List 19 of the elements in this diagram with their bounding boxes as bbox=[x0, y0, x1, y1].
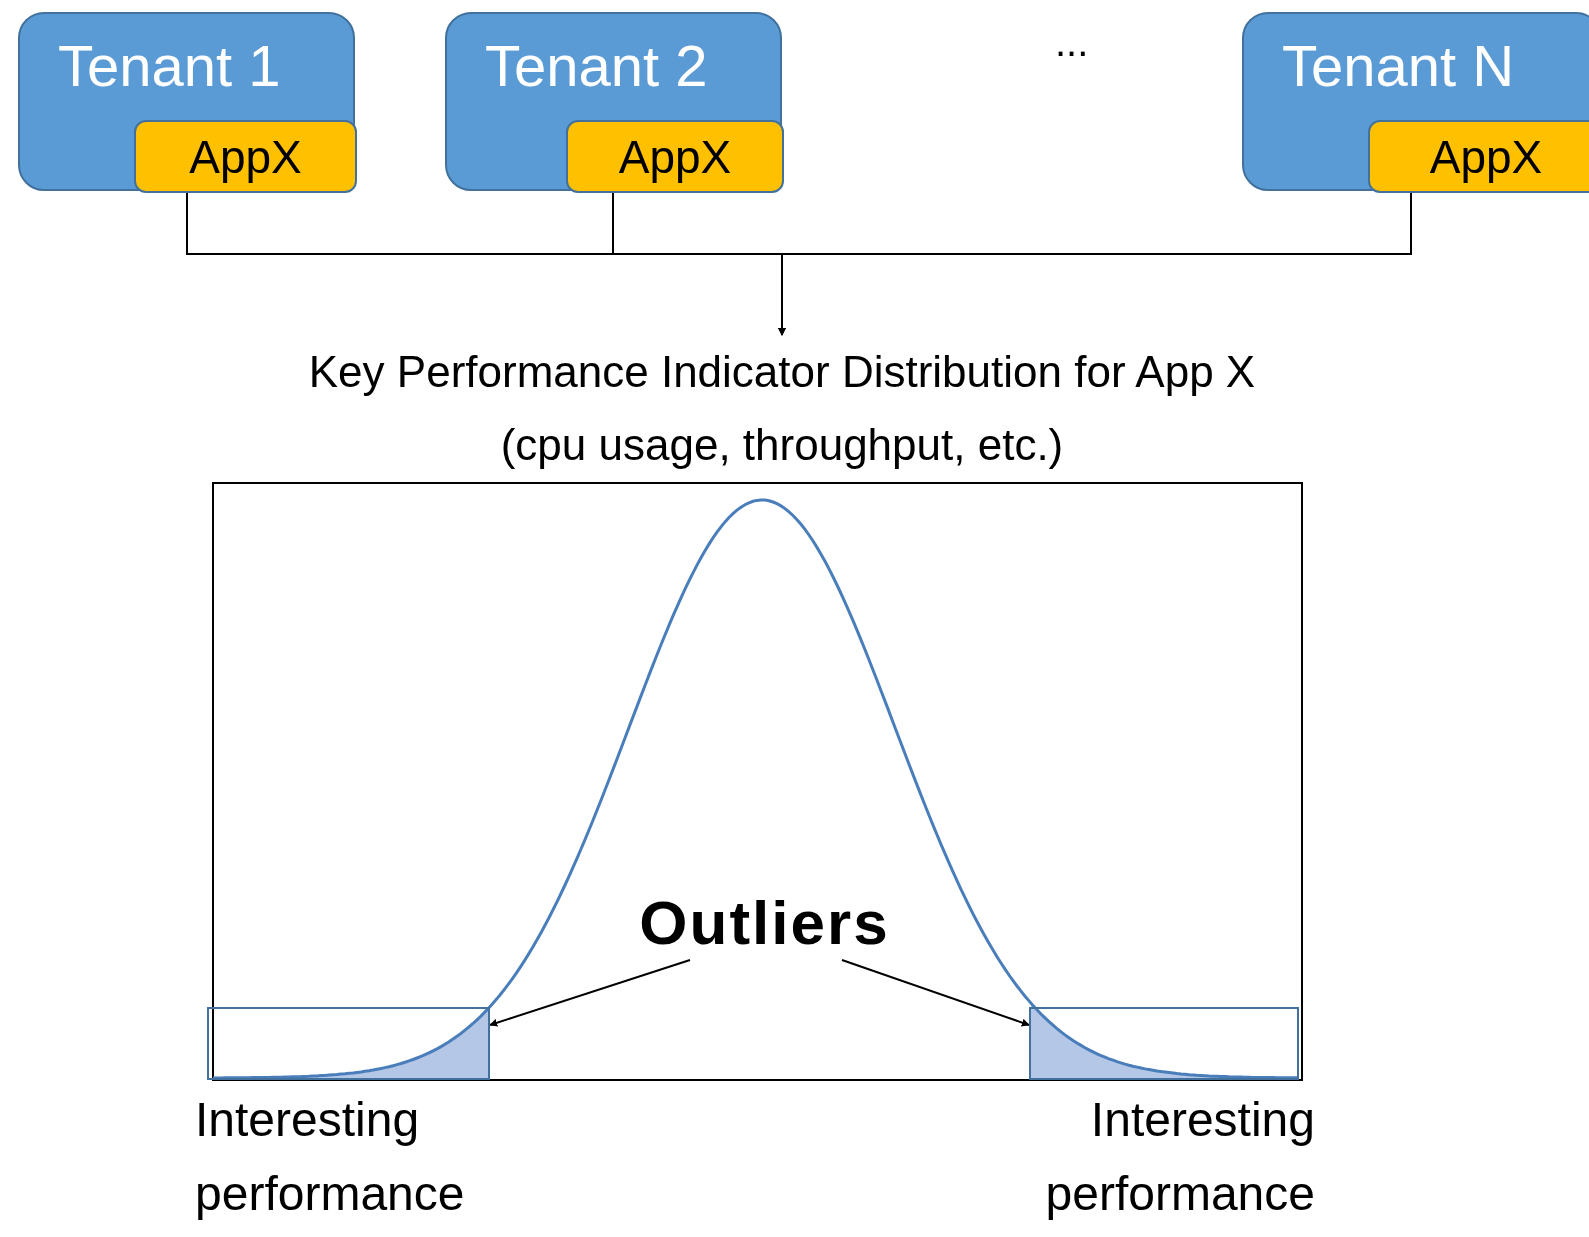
tail-caption: Interesting performance bbox=[1044, 1092, 1315, 1222]
tail-caption: Interesting performance bbox=[195, 1092, 466, 1222]
tenant-label: Tenant 2 bbox=[485, 32, 708, 99]
tail-region-box bbox=[1029, 1007, 1299, 1080]
connector-arrow bbox=[778, 190, 1412, 336]
app-box: AppX bbox=[134, 120, 357, 193]
tenant-label: Tenant 1 bbox=[58, 32, 281, 99]
connector-arrow bbox=[489, 959, 691, 1027]
tenant-box bbox=[445, 12, 782, 191]
chart-title: Key Performance Indicator Distribution for App X (cpu usage, throughput, etc.) bbox=[307, 346, 1257, 471]
connector-arrow bbox=[841, 959, 1030, 1027]
tenant-label: Tenant N bbox=[1282, 32, 1515, 99]
tenant-box bbox=[1242, 12, 1589, 191]
app-box: AppX bbox=[1368, 120, 1589, 193]
outliers-label: Outliers bbox=[639, 887, 890, 958]
tenant-box bbox=[18, 12, 355, 191]
app-box: AppX bbox=[566, 120, 784, 193]
ellipsis-label: ... bbox=[1055, 20, 1089, 65]
tail-region-box bbox=[207, 1007, 490, 1080]
